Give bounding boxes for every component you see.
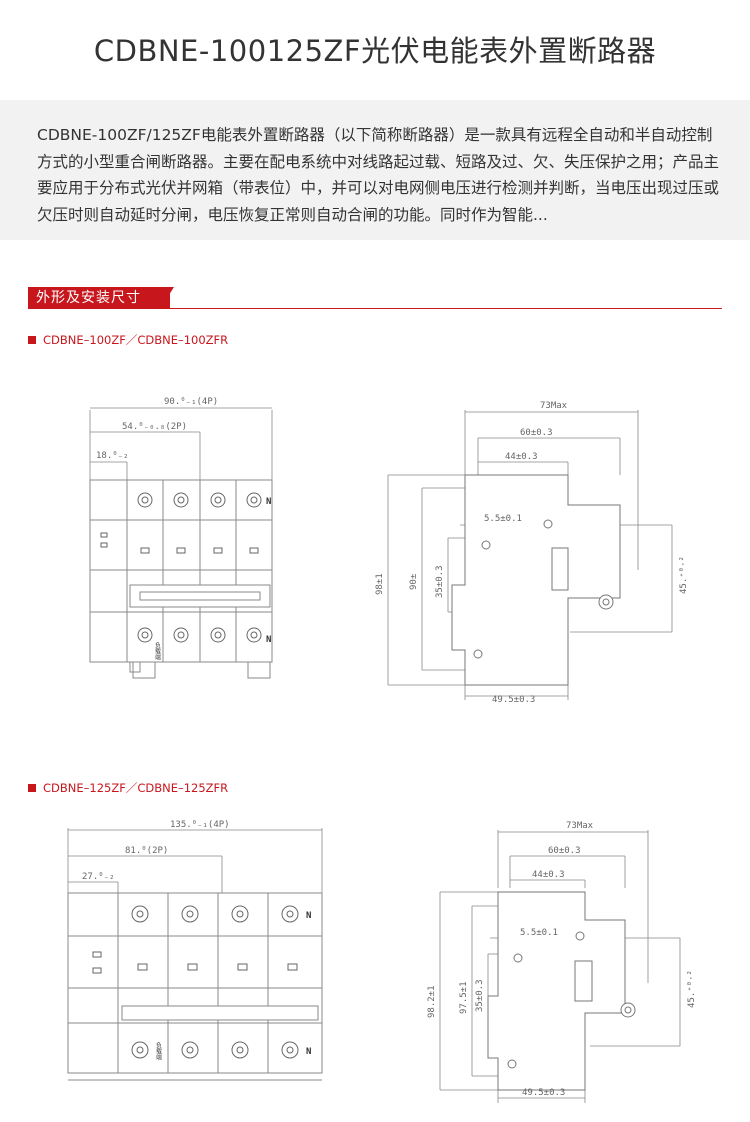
dim-total-width: 90.⁰₋₁(4P) (164, 397, 218, 407)
terminal-n-bottom: N (306, 1047, 311, 1057)
dim-5-5: 5.5±0.1 (520, 928, 558, 938)
terminal-n-top: N (266, 497, 271, 507)
dim-90: 90± (409, 573, 419, 590)
terminal-n-bottom: N (266, 635, 271, 645)
model-label-100: CDBNE–100ZF／CDBNE–100ZFR (28, 332, 228, 348)
intro-band (0, 100, 750, 240)
dim-44: 44±0.3 (505, 452, 538, 462)
front-view-100 (89, 479, 273, 679)
dimension-drawings-125: 135.⁰₋₁(4P) 81.⁰(2P) 27.⁰₋₂ N N 负载端 (67, 820, 697, 1103)
side-view-dims-125 (439, 830, 681, 1103)
dim-45-8: 45.⁺⁰·² (679, 556, 689, 594)
dim-35: 35±0.3 (435, 565, 445, 598)
side-view-100 (451, 474, 621, 686)
dim-60: 60±0.3 (548, 846, 581, 856)
dim-max-depth: 73Max (540, 401, 568, 411)
dim-35: 35±0.3 (475, 979, 485, 1012)
dim-2p-width: 81.⁰(2P) (125, 846, 168, 856)
dim-pole-width: 27.⁰₋₂ (82, 872, 115, 882)
dim-bottom: 49.5±0.3 (492, 695, 535, 705)
load-side-mark: 负载端 (155, 1041, 162, 1061)
terminal-n-top: N (306, 911, 311, 921)
load-side-mark: 负载端 (154, 641, 161, 661)
dimension-drawings-100: 90.⁰₋₁(4P) 54.⁰₋₀.₈(2P) 18.⁰₋₂ N N 负载端 (89, 397, 689, 705)
dim-44: 44±0.3 (532, 870, 565, 880)
dim-90: 97.5±1 (459, 981, 469, 1014)
model-label-125: CDBNE–125ZF／CDBNE–125ZFR (28, 780, 228, 796)
dim-bottom: 49.5±0.3 (522, 1088, 565, 1098)
model-label-text: CDBNE–100ZF／CDBNE–100ZFR (43, 333, 229, 347)
section-divider (28, 308, 722, 309)
intro-paragraph: CDBNE-100ZF/125ZF电能表外置断路器（以下简称断路器）是一款具有远… (37, 126, 720, 224)
dim-5-5: 5.5±0.1 (484, 514, 522, 524)
section-heading-tail (160, 287, 174, 309)
dim-height: 98.2±1 (427, 985, 437, 1018)
dim-total-width: 135.⁰₋₁(4P) (170, 820, 230, 830)
dim-pole-width: 18.⁰₋₂ (96, 451, 129, 461)
dim-60: 60±0.3 (520, 428, 553, 438)
front-view-125 (67, 892, 323, 1081)
dim-max-depth: 73Max (566, 821, 594, 831)
side-view-dims-100 (387, 410, 673, 700)
side-view-125 (487, 891, 636, 1091)
dim-45-8: 45.⁺⁰·² (687, 970, 697, 1008)
model-label-text: CDBNE–125ZF／CDBNE–125ZFR (43, 781, 229, 795)
model-marker (28, 783, 36, 792)
model-marker (28, 335, 36, 344)
dim-2p-width: 54.⁰₋₀.₈(2P) (122, 422, 187, 432)
section-heading: 外形及安装尺寸 (28, 287, 170, 309)
page-title: CDBNE-100125ZF光伏电能表外置断路器 (93, 34, 657, 68)
dim-height: 98±1 (375, 573, 385, 595)
